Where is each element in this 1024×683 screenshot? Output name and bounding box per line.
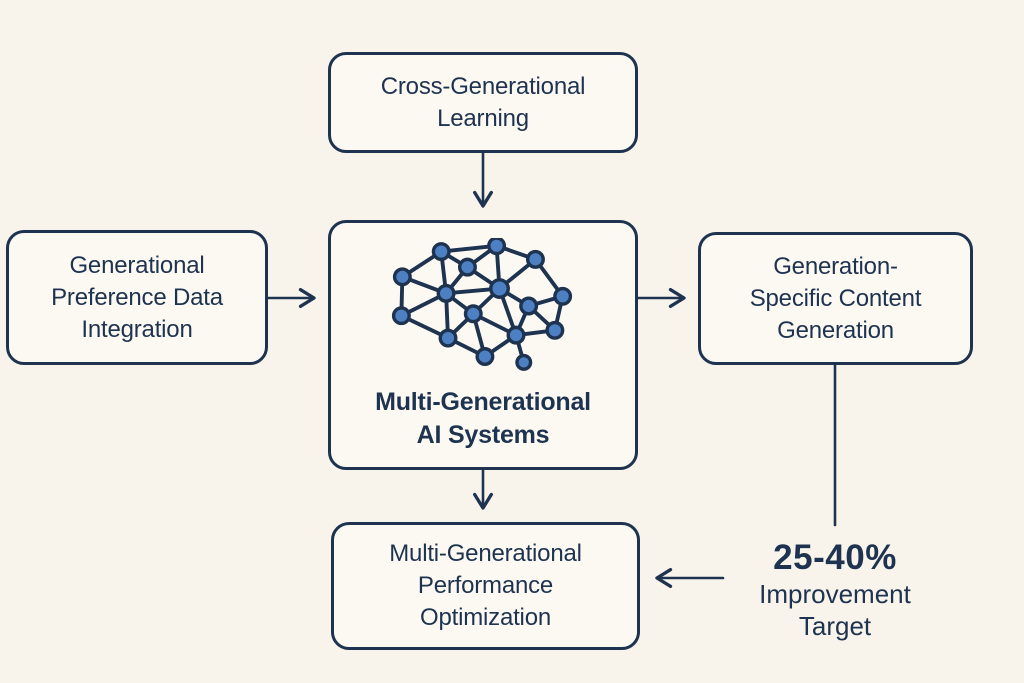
box-label: Cross-Generational Learning [381,71,586,135]
target-value: 25-40% [773,538,897,577]
box-label: Multi-Generational AI Systems [375,386,591,452]
neural-network-icon [392,238,573,371]
label-line: Generation- [773,252,898,280]
label-line: Specific Content [749,284,922,312]
label-line: Generational [69,251,205,279]
box-label: Generation- Specific Content Generation [750,251,922,347]
improvement-target-annotation: 25-40% Improvement Target [725,538,945,642]
box-multi-generational-performance-optimization: Multi-Generational Performance Optimizat… [331,522,640,650]
target-label-line: Improvement [759,579,911,609]
label-line: Multi-Generational [389,540,582,567]
box-cross-generational-learning: Cross-Generational Learning [328,52,638,153]
label-line: Preference Data [51,283,223,311]
box-generation-specific-content-generation: Generation- Specific Content Generation [698,232,973,365]
label-line: Optimization [420,604,551,631]
label-line: Multi-Generational [375,388,591,416]
label-line: Learning [437,104,529,132]
label-line: Cross-Generational [380,72,586,100]
target-label-line: Target [798,611,872,641]
box-label: Multi-Generational Performance Optimizat… [389,538,582,634]
label-line: Performance [417,572,554,599]
box-label: Generational Preference Data Integration [51,250,223,346]
label-line: Integration [81,315,193,343]
label-line: AI Systems [416,421,550,449]
box-multi-generational-ai-systems: Multi-Generational AI Systems [328,220,638,470]
box-generational-preference-data-integration: Generational Preference Data Integration [6,230,268,365]
label-line: Generation [777,316,894,344]
